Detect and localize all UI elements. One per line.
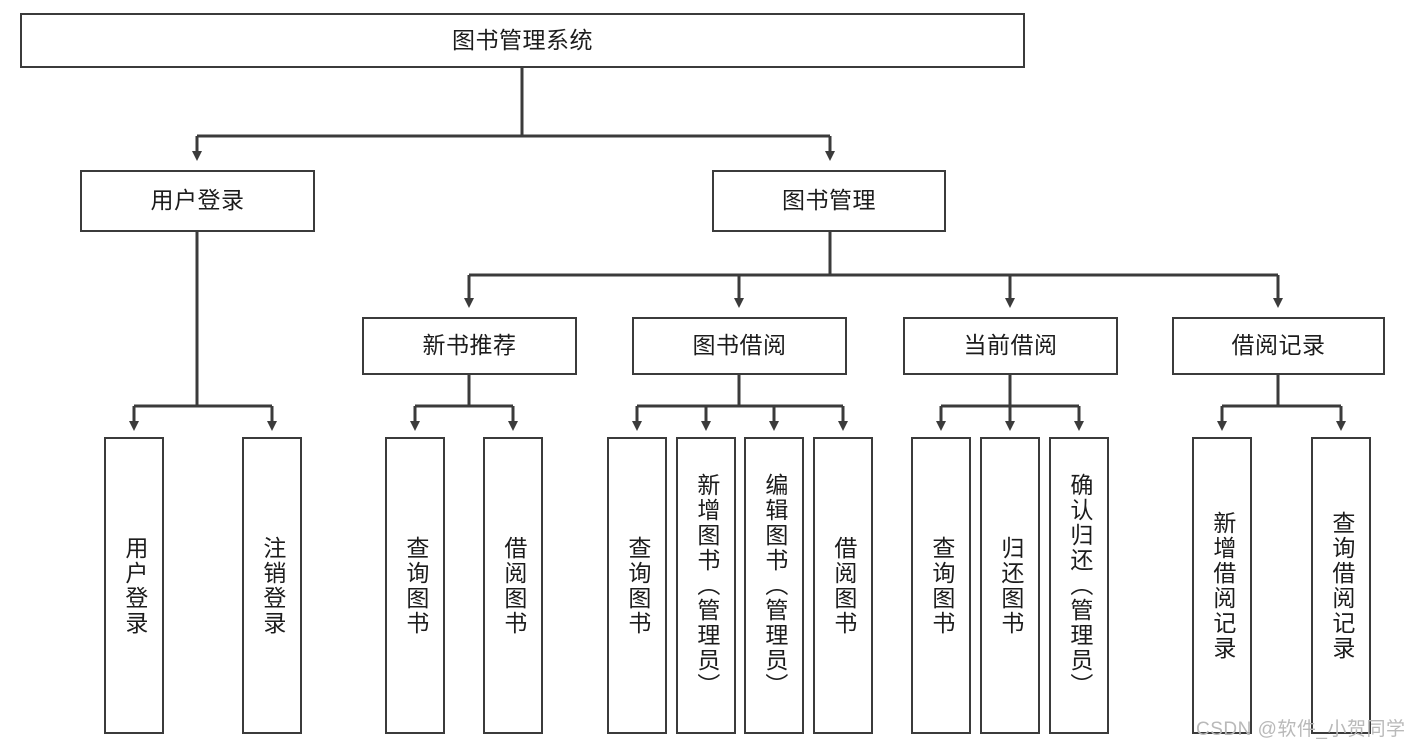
leaf-add-book-admin[interactable]: 新增图书（管理员） <box>676 437 736 734</box>
node-label: 用户登录 <box>121 535 148 636</box>
node-label: 借阅图书 <box>500 535 527 636</box>
node-current-borrow[interactable]: 当前借阅 <box>903 317 1118 375</box>
node-label: 新增借阅记录 <box>1209 510 1236 661</box>
leaf-borrow-book[interactable]: 借阅图书 <box>813 437 873 734</box>
leaf-confirm-return-admin[interactable]: 确认归还（管理员） <box>1049 437 1109 734</box>
node-label: 图书管理系统 <box>452 26 593 53</box>
node-borrow-record[interactable]: 借阅记录 <box>1172 317 1385 375</box>
leaf-logout-login[interactable]: 注销登录 <box>242 437 302 734</box>
leaf-query-book-borrow[interactable]: 查询图书 <box>607 437 667 734</box>
node-user-login[interactable]: 用户登录 <box>80 170 315 232</box>
node-label: 确认归还（管理员） <box>1066 473 1093 698</box>
node-label: 归还图书 <box>997 535 1024 636</box>
node-label: 查询借阅记录 <box>1328 510 1355 661</box>
node-new-book-recommend[interactable]: 新书推荐 <box>362 317 577 375</box>
leaf-user-login[interactable]: 用户登录 <box>104 437 164 734</box>
node-label: 图书管理 <box>782 187 876 214</box>
node-label: 借阅记录 <box>1231 332 1326 359</box>
leaf-add-borrow-record[interactable]: 新增借阅记录 <box>1192 437 1252 734</box>
leaf-query-borrow-record[interactable]: 查询借阅记录 <box>1311 437 1371 734</box>
csdn-watermark: CSDN @软件_小贺同学 <box>1196 719 1405 740</box>
node-label: 当前借阅 <box>963 332 1058 359</box>
node-label: 查询图书 <box>928 535 955 636</box>
leaf-return-book[interactable]: 归还图书 <box>980 437 1040 734</box>
node-book-management[interactable]: 图书管理 <box>712 170 946 232</box>
node-label: 新书推荐 <box>422 332 517 359</box>
node-label: 图书借阅 <box>692 332 787 359</box>
node-label: 查询图书 <box>624 535 651 636</box>
node-label: 新增图书（管理员） <box>693 473 720 698</box>
leaf-borrow-book-recommend[interactable]: 借阅图书 <box>483 437 543 734</box>
leaf-edit-book-admin[interactable]: 编辑图书（管理员） <box>744 437 804 734</box>
node-label: 借阅图书 <box>830 535 857 636</box>
node-label: 用户登录 <box>150 187 245 214</box>
node-label: 查询图书 <box>402 535 429 636</box>
node-root-library-system[interactable]: 图书管理系统 <box>20 13 1025 68</box>
node-label: 注销登录 <box>259 535 286 636</box>
leaf-query-book-recommend[interactable]: 查询图书 <box>385 437 445 734</box>
node-label: 编辑图书（管理员） <box>761 473 788 698</box>
node-book-borrow[interactable]: 图书借阅 <box>632 317 847 375</box>
leaf-query-book-current[interactable]: 查询图书 <box>911 437 971 734</box>
